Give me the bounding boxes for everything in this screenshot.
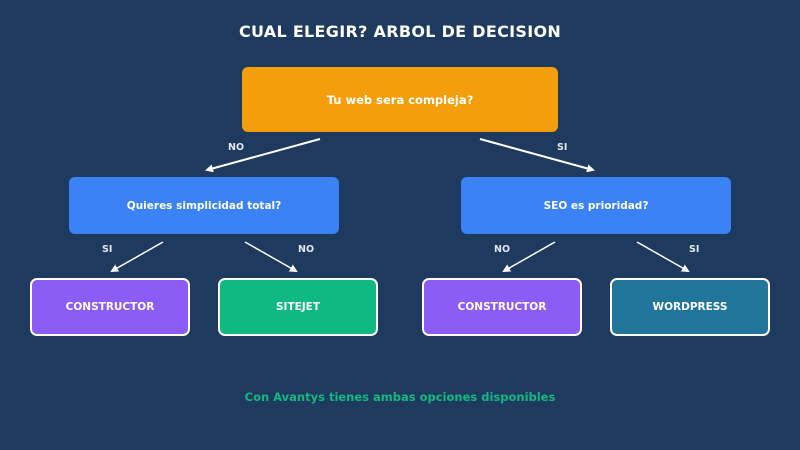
leaf-node-constructor-left: CONSTRUCTOR: [30, 278, 190, 336]
leaf-label: CONSTRUCTOR: [65, 301, 155, 313]
edge-left-question-to-leaf-2: [244, 241, 298, 272]
footer-note: Con Avantys tienes ambas opciones dispon…: [244, 390, 556, 404]
leaf-node-wordpress: WORDPRESS: [610, 278, 770, 336]
diagram-title: CUAL ELEGIR? ARBOL DE DECISION: [238, 22, 562, 41]
leaf-label: WORDPRESS: [652, 301, 728, 313]
edge-label-right-no: NO: [494, 244, 511, 255]
edge-label-root-si: SI: [557, 142, 568, 153]
root-question-label: Tu web sera compleja?: [326, 92, 474, 107]
edge-root-to-left-question: [205, 138, 321, 173]
edge-label-right-si: SI: [689, 244, 700, 255]
left-question-node: Quieres simplicidad total?: [69, 177, 339, 234]
leaf-node-constructor-right: CONSTRUCTOR: [422, 278, 582, 336]
edge-right-question-to-leaf-3: [502, 241, 556, 272]
edge-label-left-si: SI: [102, 244, 113, 255]
leaf-node-sitejet: SITEJET: [218, 278, 378, 336]
edge-root-to-right-question: [479, 138, 595, 173]
edge-right-question-to-leaf-4: [636, 241, 690, 272]
right-question-label: SEO es prioridad?: [543, 199, 649, 212]
edge-left-question-to-leaf-1: [110, 241, 164, 272]
root-question-node: Tu web sera compleja?: [242, 67, 558, 132]
edge-label-root-no: NO: [228, 142, 245, 153]
right-question-node: SEO es prioridad?: [461, 177, 731, 234]
edge-label-left-no: NO: [298, 244, 315, 255]
leaf-label: SITEJET: [275, 301, 321, 313]
leaf-label: CONSTRUCTOR: [457, 301, 547, 313]
left-question-label: Quieres simplicidad total?: [126, 199, 282, 212]
